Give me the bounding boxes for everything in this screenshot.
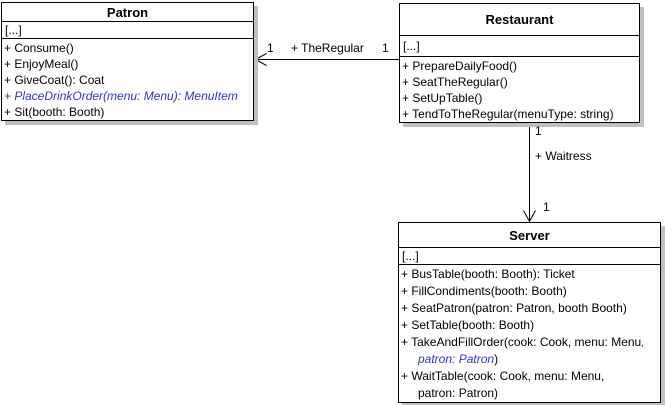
waitress-server-end-multiplicity[interactable]: 1 — [543, 200, 550, 214]
class-restaurant-title: Restaurant — [400, 4, 639, 36]
method-line: + TendToTheRegular(menuType: string) — [402, 107, 614, 121]
method-line: + PlaceDrinkOrder(menu: Menu): MenuItem — [4, 89, 238, 103]
the-regular-association-label[interactable]: + TheRegular — [291, 41, 364, 55]
method-line-wrapped: patron: Patron) — [418, 386, 499, 400]
method-line-wrapped: patron: Patron) — [418, 352, 499, 366]
class-server[interactable]: Server [...] + BusTable(booth: Booth): T… — [398, 222, 661, 403]
the-regular-patron-end-multiplicity[interactable]: 1 — [267, 41, 274, 55]
class-patron-methods: + Consume() + EnjoyMeal() + GiveCoat(): … — [2, 39, 253, 120]
method-line: + PrepareDailyFood() — [402, 59, 518, 73]
class-patron-title: Patron — [2, 3, 253, 22]
method-line: + Sit(booth: Booth) — [4, 105, 105, 119]
class-restaurant[interactable]: Restaurant [...] + PrepareDailyFood() + … — [399, 3, 640, 123]
method-line: + SeatPatron(patron: Patron, booth Booth… — [401, 301, 627, 315]
method-line: + GiveCoat(): Coat — [4, 73, 105, 87]
class-restaurant-methods: + PrepareDailyFood() + SeatTheRegular() … — [400, 57, 639, 122]
method-line: + SetUpTable() — [402, 91, 483, 105]
waitress-restaurant-end-multiplicity[interactable]: 1 — [535, 124, 542, 138]
association-the-regular[interactable] — [254, 53, 400, 66]
class-server-methods: + BusTable(booth: Booth): Ticket + FillC… — [399, 265, 660, 402]
class-server-attributes-collapsed: [...] — [399, 248, 660, 265]
the-regular-restaurant-end-multiplicity[interactable]: 1 — [382, 41, 389, 55]
method-line: + Consume() — [4, 41, 74, 55]
method-line: + TakeAndFillOrder(cook: Cook, menu: Men… — [401, 335, 645, 349]
method-line: + SeatTheRegular() — [402, 75, 508, 89]
method-line: + WaitTable(cook: Cook, menu: Menu, — [401, 369, 605, 383]
class-patron-attributes-collapsed: [...] — [2, 22, 253, 39]
waitress-association-label[interactable]: + Waitress — [535, 149, 592, 163]
class-restaurant-attributes-collapsed: [...] — [400, 36, 639, 57]
method-line: + EnjoyMeal() — [4, 57, 79, 71]
open-arrowhead-left-icon — [254, 53, 267, 66]
method-line: + BusTable(booth: Booth): Ticket — [401, 267, 575, 281]
method-line: + FillCondiments(booth: Booth) — [401, 284, 567, 298]
class-server-title: Server — [399, 223, 660, 248]
class-patron[interactable]: Patron [...] + Consume() + EnjoyMeal() +… — [1, 2, 254, 121]
method-line: + SetTable(booth: Booth) — [401, 318, 535, 332]
association-waitress[interactable] — [523, 120, 536, 223]
open-arrowhead-down-icon — [523, 210, 536, 223]
